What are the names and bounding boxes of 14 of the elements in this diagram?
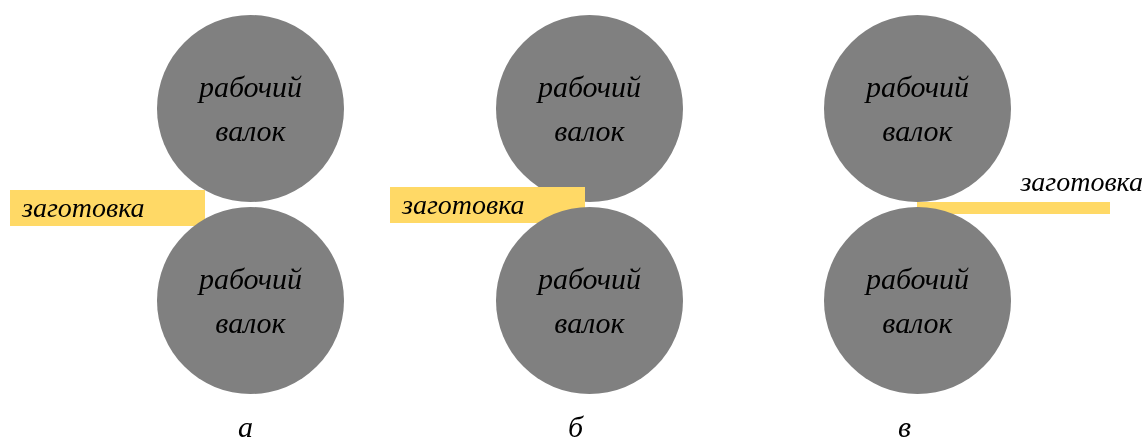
roll-label: рабочий валок (863, 69, 971, 149)
workpiece-strip (10, 190, 205, 226)
panel-letter: в (898, 412, 912, 442)
workpiece-label: заготовка (1020, 168, 1143, 196)
roll-label: рабочий валок (863, 261, 971, 341)
panel-letter: а (238, 412, 253, 442)
panel-letter: б (568, 412, 584, 442)
roll-label: рабочий валок (196, 69, 304, 149)
workpiece-label: заготовка (402, 191, 525, 219)
roll-label: рабочий валок (535, 261, 643, 341)
roll-label: рабочий валок (196, 261, 304, 341)
workpiece-label: заготовка (22, 194, 145, 222)
workpiece-strip (390, 187, 585, 223)
roll-label: рабочий валок (535, 69, 643, 149)
